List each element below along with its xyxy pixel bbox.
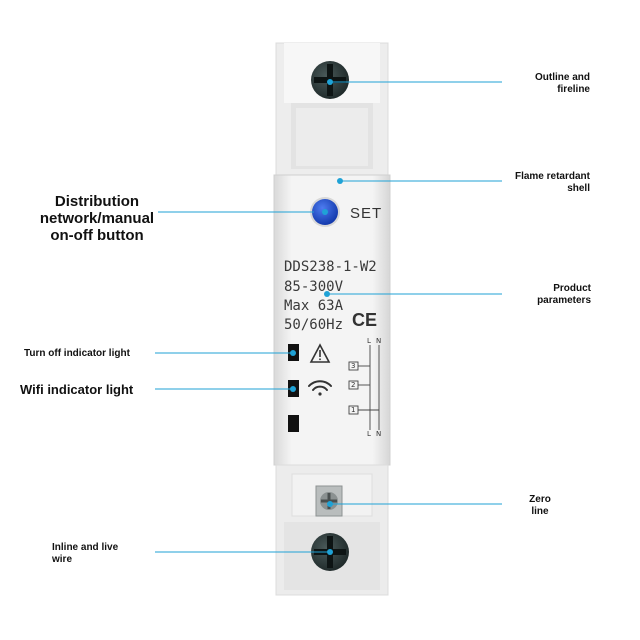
frequency-label: 50/60Hz [284,317,344,333]
terminal-letter: L [367,337,371,345]
callout-inline-live-wire: Inline and live wire [52,542,142,566]
wiring-diagram-icon [348,345,380,430]
callout-product-parameters: Product parameters [500,283,591,307]
callout-line: Distribution [54,193,140,210]
leader-dots [290,79,343,555]
terminal-number: 1 [351,406,356,414]
callout-line: network/manual [39,210,155,227]
callout-line: parameters [537,295,591,306]
callout-line: fireline [557,84,590,95]
callout-line: on-off button [50,227,144,244]
callout-flame-shell: Flame retardant shell [490,171,590,195]
callout-line: Inline and live [52,542,119,553]
terminal-letter: L [367,430,371,438]
voltage-label: 85-300V [284,279,344,295]
terminal-letter: N [376,430,382,438]
bottom-terminal-block [275,464,389,596]
wifi-icon [308,380,332,396]
terminal-letter: N [376,337,382,345]
terminal-number: 3 [351,362,356,370]
callout-line: wire [52,554,73,565]
callout-line: Flame retardant [514,171,590,182]
callout-wifi-indicator: Wifi indicator light [20,382,134,397]
callout-line: line [531,506,549,517]
ce-mark-icon: CE [352,310,378,330]
callout-line: Outline and [535,72,590,83]
third-indicator-slot [288,415,299,432]
callout-line: shell [567,183,590,194]
leader-lines [155,81,502,553]
callout-line: Zero [529,494,551,505]
terminal-number: 2 [351,381,356,389]
callout-turn-off-indicator: Turn off indicator light [24,348,130,359]
model-label: DDS238-1-W2 [284,259,377,275]
warning-triangle-icon [309,343,331,363]
zero-line-screw-icon [315,485,343,517]
callout-zero-line: Zero line [510,494,570,518]
callout-distribution-button: Distribution network/manual on-off butto… [24,193,170,244]
max-current-label: Max 63A [284,298,344,314]
callout-outline-fireline: Outline and fireline [500,72,590,96]
set-label: SET [350,205,383,222]
callout-line: Product [553,283,591,294]
